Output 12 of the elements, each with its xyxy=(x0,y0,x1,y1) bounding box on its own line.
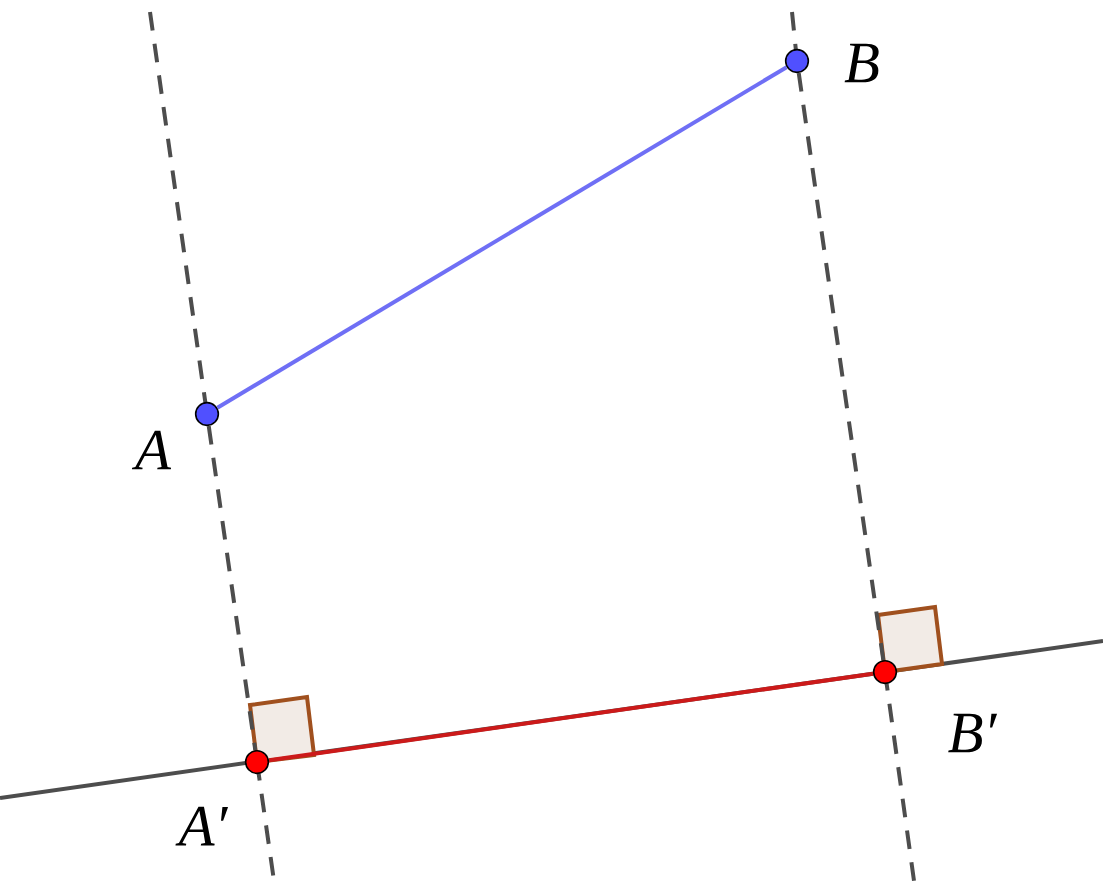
point xyxy=(244,749,270,775)
point-label: B′ xyxy=(948,713,998,753)
point-label: A′ xyxy=(175,806,229,846)
point-label: B xyxy=(844,43,879,83)
point xyxy=(194,401,220,427)
line-segment xyxy=(268,671,874,763)
line-segment xyxy=(796,72,886,661)
line-segment xyxy=(216,65,788,410)
line-segment xyxy=(206,425,258,751)
point xyxy=(784,48,810,74)
point-label: A xyxy=(131,430,172,470)
point xyxy=(872,659,898,685)
